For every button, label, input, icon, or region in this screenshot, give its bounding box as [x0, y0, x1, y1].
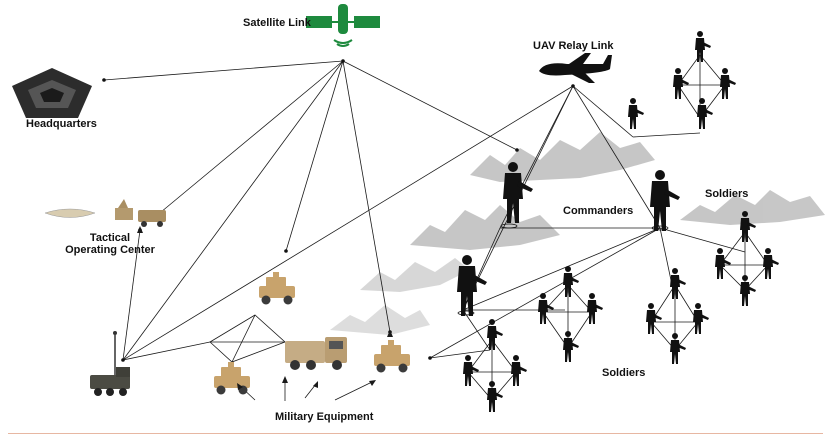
armored-vehicle-icon — [214, 362, 250, 395]
soldiers-label-lower: Soldiers — [602, 367, 646, 379]
satellite-icon — [306, 4, 380, 47]
armored-vehicle-icon — [259, 272, 295, 305]
commander-ring — [457, 310, 475, 316]
vehicle-mesh — [209, 314, 286, 363]
mountain-range-icon — [330, 132, 825, 335]
toc-label-line2: Operating Center — [65, 244, 155, 256]
satellite-link-label: Satellite Link — [243, 17, 311, 29]
commanders-label: Commanders — [563, 205, 634, 217]
commander-ring — [500, 223, 518, 229]
armored-vehicle-icon — [374, 340, 410, 373]
headquarters-label: Headquarters — [26, 118, 97, 130]
commander-ring — [651, 225, 669, 231]
military-equipment-label: Military Equipment — [275, 411, 374, 423]
commander-silhouette — [650, 170, 680, 231]
military-truck-icon — [285, 337, 347, 370]
toc-label-line1: Tactical — [89, 232, 131, 244]
soldiers-label-upper: Soldiers — [705, 188, 749, 200]
radar-truck-icon — [90, 331, 130, 396]
bottom-divider — [8, 433, 823, 434]
pentagon-building-icon — [12, 68, 92, 118]
arrowheads — [137, 226, 393, 390]
tactical-operating-center-icon — [44, 199, 166, 227]
uav-drone-icon — [539, 53, 612, 83]
network-links — [103, 60, 746, 401]
uav-relay-link-label: UAV Relay Link — [533, 40, 614, 52]
